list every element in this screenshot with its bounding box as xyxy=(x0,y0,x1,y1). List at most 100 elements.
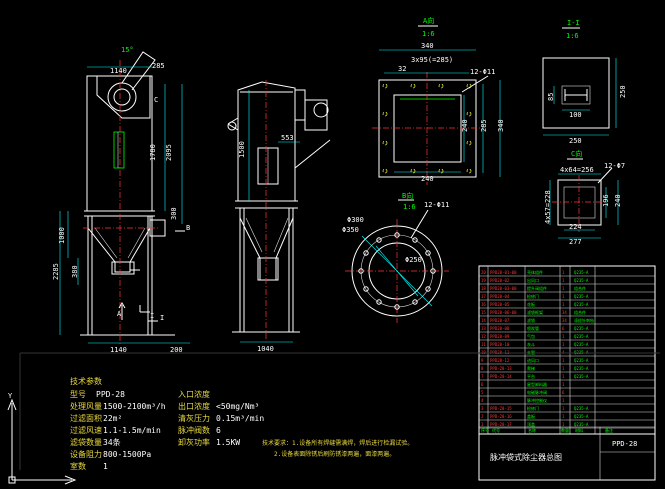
tb-cell: 电磁脉冲阀 xyxy=(527,389,547,395)
tb-cell: PPD28-03-00 xyxy=(490,286,517,291)
view-a-dim-3x95: 3x95(=285) xyxy=(411,56,453,64)
view-a-dim-340: 340 xyxy=(421,42,434,50)
side-dim-553: 553 xyxy=(281,134,294,142)
tb-cell: 支腿 xyxy=(527,349,535,355)
spec-right-label: 入口浓度 xyxy=(178,389,210,399)
tb-cell: 1 xyxy=(562,366,565,371)
front-dim-1140-bot: 1140 xyxy=(110,346,127,354)
tb-cell: 检修门 xyxy=(527,293,539,299)
title-block xyxy=(478,265,656,481)
tb-cell: PPD28-04 xyxy=(490,294,510,299)
tb-header-material: 材料 xyxy=(575,427,583,433)
side-dim-1040: 1040 xyxy=(257,345,274,353)
tb-cell: 组合件 xyxy=(574,285,586,291)
spec-left-label: 过滤面积 xyxy=(70,413,102,423)
front-dim-200: 200 xyxy=(170,346,183,354)
tb-cell: 滤袋 xyxy=(527,317,535,323)
section-i-i xyxy=(542,57,617,136)
tb-cell: PPD28-12 xyxy=(490,358,510,363)
view-a-holes: 12-Φ11 xyxy=(470,68,495,76)
front-dim-1140-top: 1140 xyxy=(110,67,127,75)
tb-cell: 6 xyxy=(562,326,565,331)
front-dim-300: 300 xyxy=(170,207,178,220)
section-i-dim-100: 100 xyxy=(569,111,582,119)
tech-note-2: 2.设备表面除锈后刷防锈漆两遍，面漆两遍。 xyxy=(274,450,395,458)
spec-right-label: 脉冲阀数 xyxy=(178,425,210,435)
front-b-label: B xyxy=(186,224,190,232)
side-dim-1500: 1500 xyxy=(238,141,246,158)
tb-header-qty: 数量 xyxy=(561,427,569,433)
view-c-dim-4x57: 4x57=228 xyxy=(544,190,552,224)
tb-cell: 进风口 xyxy=(527,357,539,363)
section-i-dim-85: 85 xyxy=(547,93,555,101)
spec-right-value: <50mg/Nm³ xyxy=(216,402,259,411)
tb-cell: 盖板 xyxy=(527,413,535,419)
tb-cell: 1 xyxy=(562,406,565,411)
view-b-flange xyxy=(345,209,449,323)
tb-cell: PPD28-07 xyxy=(490,318,510,323)
tb-cell: Q235-A xyxy=(574,270,589,275)
spec-left-value: 1 xyxy=(103,462,108,471)
spec-right-value: 1.5KW xyxy=(216,438,240,447)
tb-cell: 1 xyxy=(562,414,565,419)
tb-cell: PPD-28-17 xyxy=(490,422,512,427)
front-i-label-2: I xyxy=(160,314,164,322)
tb-cell: 5 xyxy=(481,390,484,395)
tb-cell: 1 xyxy=(562,358,565,363)
tb-cell: 喷吹管 xyxy=(527,325,539,331)
view-a-scale: 1:6 xyxy=(422,30,435,38)
section-i-scale: 1:6 xyxy=(566,32,579,40)
view-b-scale: 1:6 xyxy=(403,203,416,211)
tb-cell: 34 xyxy=(562,318,567,323)
tb-cell: 9 xyxy=(481,358,484,363)
tb-cell: PPD28-02 xyxy=(490,278,510,283)
view-a-dim-240-h: 240 xyxy=(421,175,434,183)
section-i-title: I-I xyxy=(567,19,580,27)
front-dim-285: 285 xyxy=(152,62,165,70)
tb-cell: 11 xyxy=(481,342,486,347)
view-a-dim-285-v: 285 xyxy=(480,119,488,132)
view-b-holes: 12-Φ11 xyxy=(424,201,449,209)
tb-cell: 1 xyxy=(562,270,565,275)
tb-cell: 18 xyxy=(481,286,486,291)
spec-left-value: PPD-28 xyxy=(96,390,125,399)
spec-right-value: 6 xyxy=(216,426,221,435)
tb-cell: PPD28-06-00 xyxy=(490,310,517,315)
tb-cell: 涤纶针刺毡 xyxy=(574,317,594,323)
spec-left-value: 800-1500Pa xyxy=(103,450,151,459)
tb-cell: PPD28-10 xyxy=(490,342,510,347)
tb-cell: Q235-A xyxy=(574,326,589,331)
specs-right: 入口浓度 出口浓度 <50mg/Nm³ 清灰压力 0.15m³/min 脉冲阀数… xyxy=(178,389,264,447)
tb-cell: Q235-A xyxy=(574,294,589,299)
spec-left-label: 处理风量 xyxy=(70,401,102,411)
tb-cell: 提升阀组件 xyxy=(527,285,547,291)
tb-cell: 1 xyxy=(562,342,565,347)
view-c-dim-224: 224 xyxy=(569,223,582,231)
tb-cell: 1 xyxy=(562,334,565,339)
tb-cell: PPD28-05 xyxy=(490,302,510,307)
tb-cell: 检修门 xyxy=(527,405,539,411)
view-b-dim-350: Φ350 xyxy=(342,226,359,234)
front-a-label: A xyxy=(117,310,122,318)
tb-cell: 14 xyxy=(481,318,486,323)
view-c-holes: 12-Φ7 xyxy=(604,162,625,170)
spec-left-label: 型号 xyxy=(70,390,86,399)
tb-cell: PPD-28-14 xyxy=(490,374,512,379)
spec-left-value: 1.1-1.5m/min xyxy=(103,426,161,435)
tb-cell: PPD-28-16 xyxy=(490,414,512,419)
front-dim-2285: 2285 xyxy=(52,263,60,280)
tb-cell: 平台 xyxy=(527,373,535,379)
tb-cell: 爬梯 xyxy=(527,365,535,371)
tb-cell: 花板 xyxy=(527,301,535,307)
spec-left-label: 室数 xyxy=(70,461,86,471)
spec-left-value: 34条 xyxy=(103,437,121,447)
tb-cell: Q235-A xyxy=(574,278,589,283)
tb-cell: 1 xyxy=(562,422,565,427)
tb-cell: 7 xyxy=(481,374,484,379)
tb-cell: 1 xyxy=(562,286,565,291)
spec-right-label: 卸灰功率 xyxy=(178,437,210,447)
front-i-label-1: I xyxy=(150,312,154,320)
view-c-dim-240: 240 xyxy=(614,194,622,207)
